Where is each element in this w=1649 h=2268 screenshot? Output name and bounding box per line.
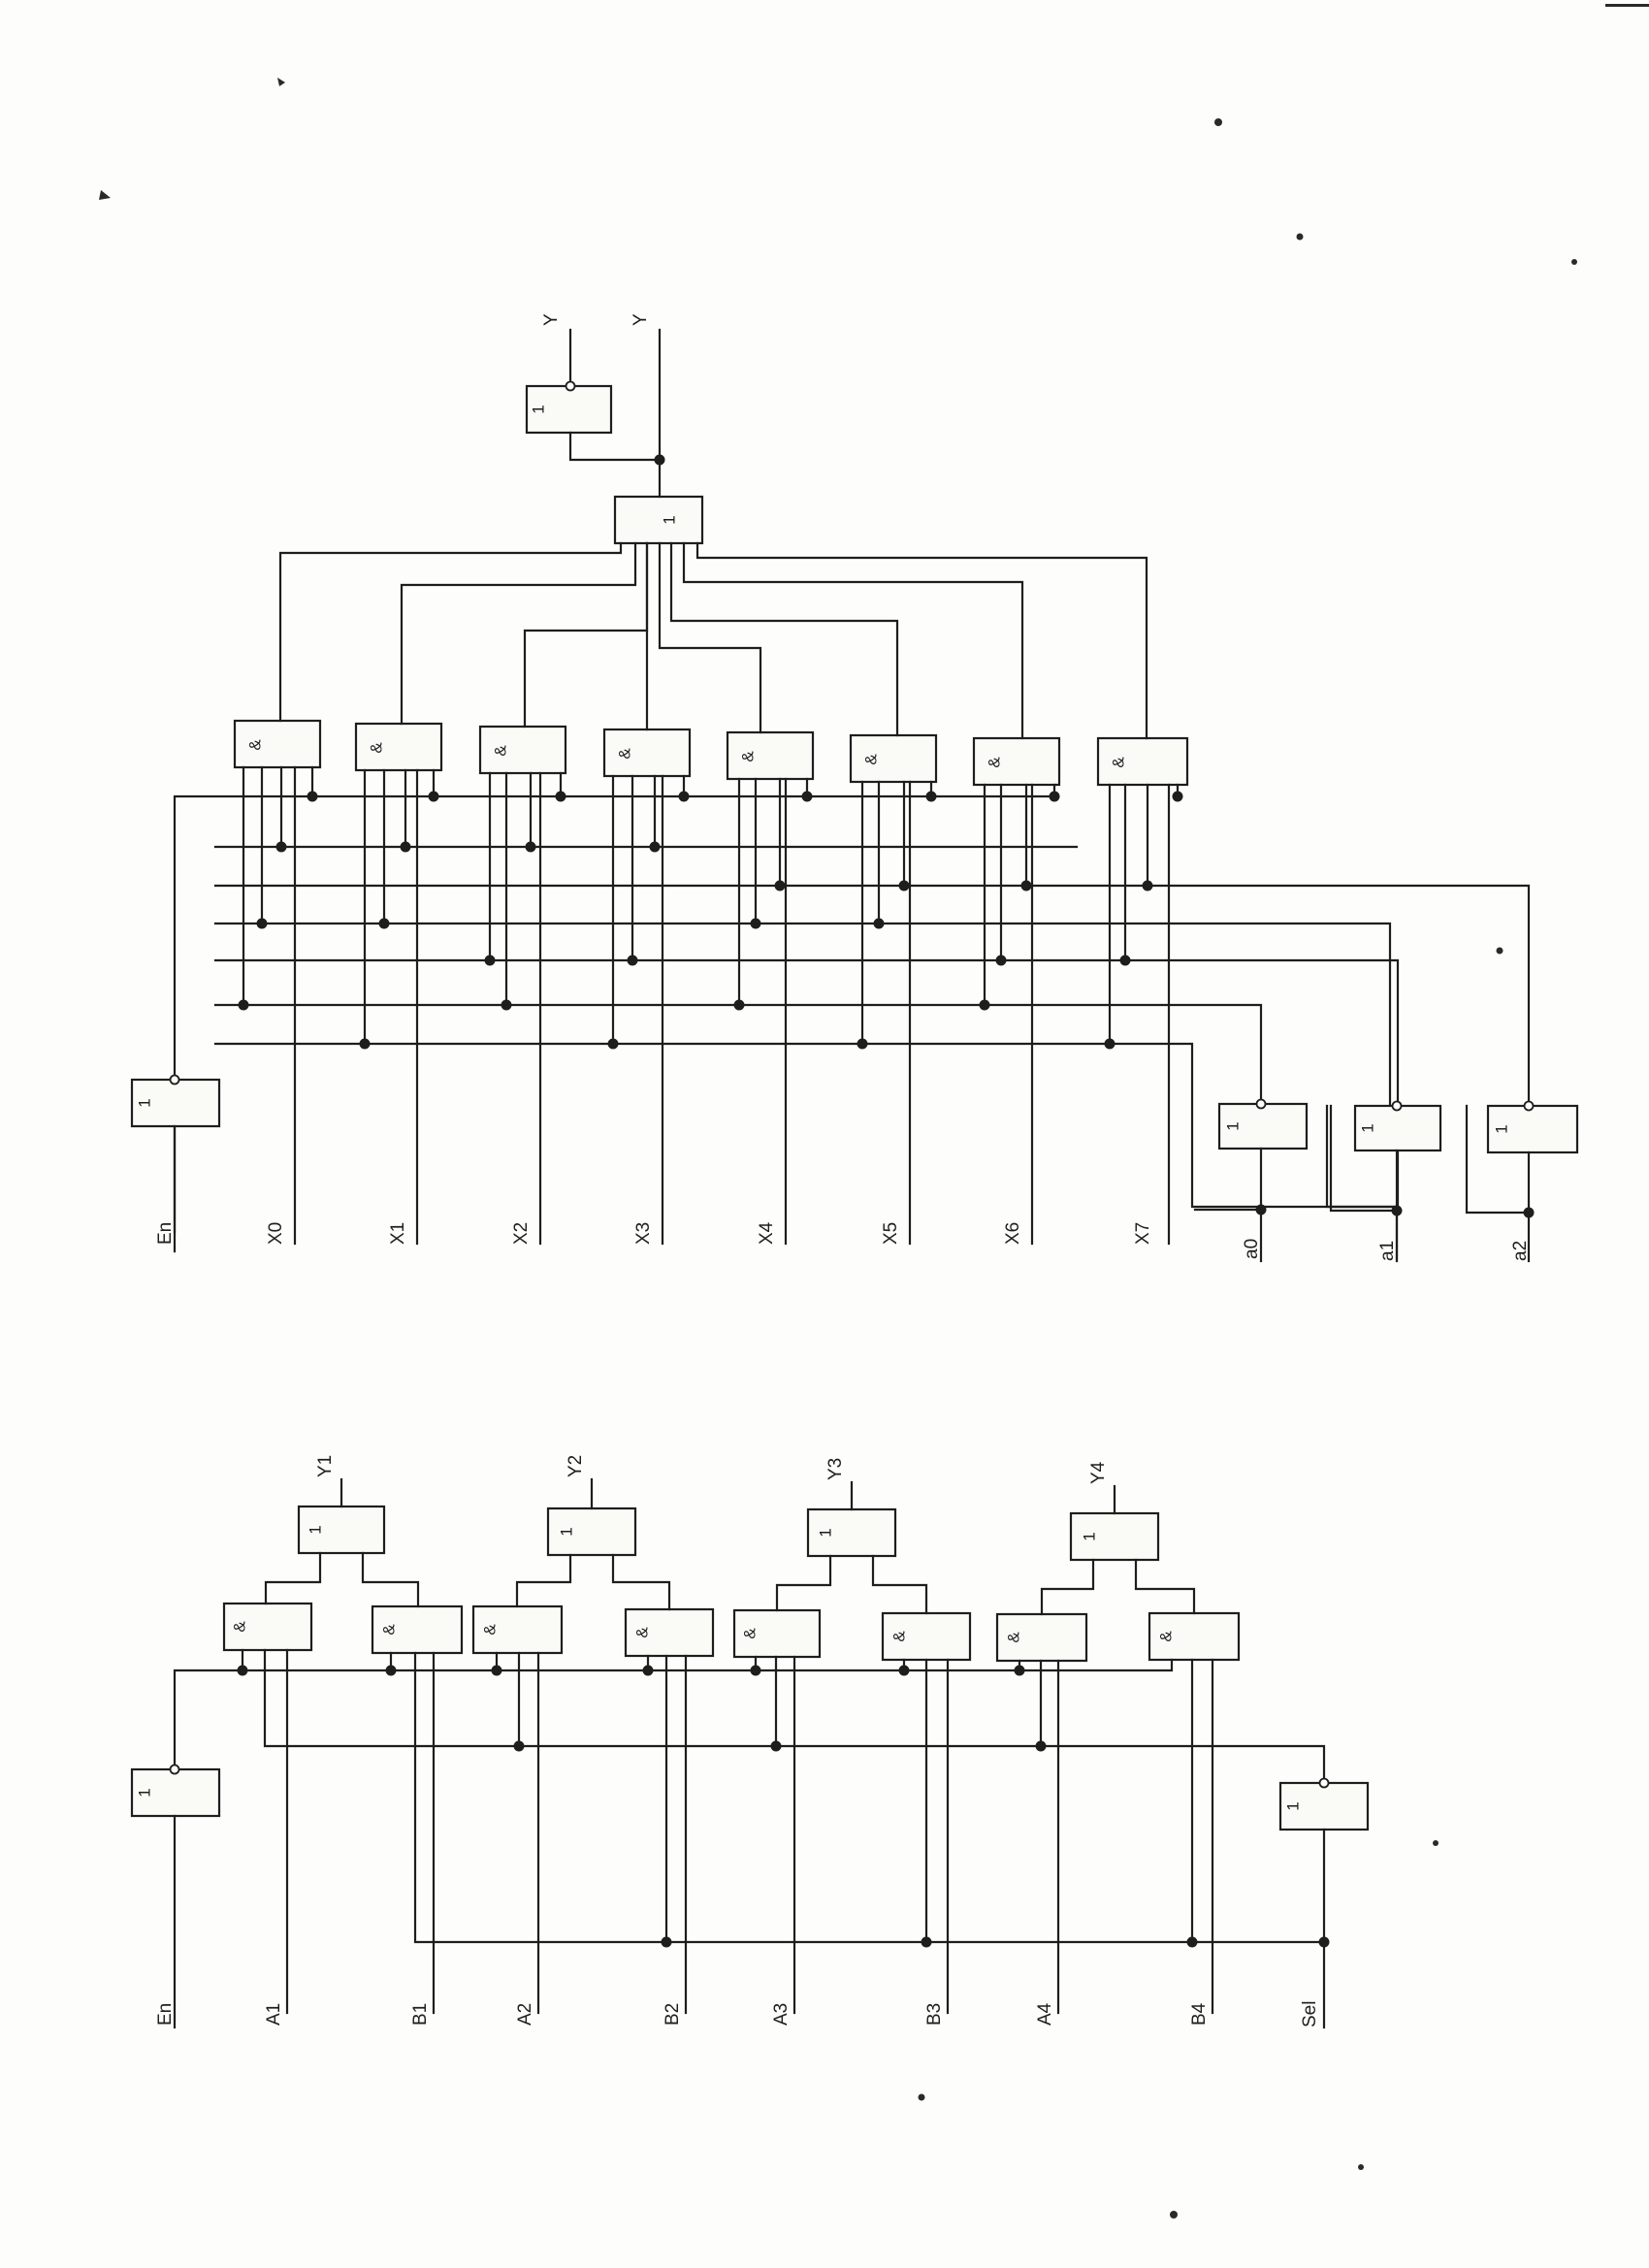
svg-text:&: & [1156, 1631, 1175, 1642]
scan-artifacts [99, 4, 1649, 2219]
a1-inverter: 1 [1353, 1100, 1442, 1152]
output-y-label: Y [630, 313, 651, 326]
svg-text:&: & [985, 757, 1003, 768]
svg-text:1: 1 [1223, 1121, 1242, 1130]
svg-text:&: & [480, 1624, 499, 1636]
input-a3-label: A3 [771, 2003, 792, 2025]
or-gate-y1: 1 [297, 1505, 386, 1555]
svg-text:1: 1 [1358, 1123, 1376, 1132]
and-gate-a2: & [471, 1604, 564, 1655]
and-gate-2: & [478, 725, 567, 775]
and-gate-b4: & [1148, 1611, 1241, 1662]
and-gate-4: & [726, 730, 815, 781]
input-x5-label: X5 [881, 1222, 901, 1245]
mux2x4-circuit: 1 1 1 1 Y1 Y2 Y3 Y4 & & & & & & & & [130, 1455, 1370, 2029]
and-gate-7: & [1096, 736, 1189, 787]
or-gate-symbol: 1 [660, 515, 678, 524]
input-a1-label: A1 [264, 2003, 284, 2025]
mux2x4-input-labels: En A1 B1 A2 B2 A3 B3 A4 B4 Sel [155, 2001, 1320, 2027]
input-sel-label: Sel [1300, 2001, 1320, 2027]
and-gate-b3: & [881, 1611, 972, 1662]
mux8-or-gate: 1 [613, 495, 704, 545]
svg-text:&: & [1109, 757, 1127, 768]
input-x2-label: X2 [511, 1222, 532, 1245]
mux8-junctions [238, 791, 1183, 1050]
svg-text:1: 1 [1492, 1124, 1510, 1133]
svg-text:1: 1 [557, 1527, 575, 1536]
svg-text:&: & [1004, 1632, 1022, 1643]
input-a0-label: a0 [1242, 1239, 1262, 1259]
input-a2-label: a2 [1510, 1241, 1531, 1261]
input-x6-label: X6 [1003, 1222, 1023, 1245]
a2-inverter: 1 [1486, 1100, 1579, 1154]
and-gate-3: & [602, 728, 692, 778]
svg-text:1: 1 [1080, 1532, 1098, 1540]
mux8-output-inverter: 1 [525, 380, 613, 435]
svg-text:&: & [615, 748, 633, 760]
mux8-circuit: 1 1 Y Y & & & & & & & & [130, 313, 1579, 1263]
or-gate-y4: 1 [1069, 1511, 1160, 1562]
mux2x4-junctions [237, 1665, 1198, 1948]
input-en-label: En [155, 1222, 176, 1245]
and-gate-b2: & [624, 1607, 715, 1658]
svg-text:&: & [740, 1628, 759, 1639]
svg-text:1: 1 [306, 1525, 324, 1534]
and-gate-6: & [972, 736, 1061, 787]
svg-text:&: & [367, 742, 385, 754]
svg-text:1: 1 [135, 1788, 153, 1797]
input-x1-label: X1 [388, 1222, 408, 1245]
svg-text:&: & [861, 754, 880, 765]
svg-text:&: & [889, 1631, 908, 1642]
and-gate-1: & [354, 722, 443, 772]
input-x4-label: X4 [757, 1221, 777, 1245]
inverter-symbol: 1 [529, 405, 547, 413]
svg-text:1: 1 [135, 1098, 153, 1107]
svg-text:&: & [245, 739, 264, 751]
svg-text:1: 1 [816, 1528, 834, 1537]
svg-text:&: & [230, 1621, 248, 1633]
mux8-input-labels: En X0 X1 X2 X3 X4 X5 X6 X7 a0 a1 a2 [155, 1221, 1531, 1261]
input-b3-label: B3 [924, 2003, 945, 2025]
input-b4-label: B4 [1189, 2002, 1210, 2025]
and-gate-a4: & [995, 1612, 1088, 1663]
input-x7-label: X7 [1133, 1222, 1153, 1245]
or-gate-y2: 1 [546, 1507, 637, 1557]
or-gate-y3: 1 [806, 1507, 897, 1558]
and-gate-0: & [233, 719, 322, 769]
input-a1-label: a1 [1377, 1241, 1398, 1261]
and-gate-a1: & [222, 1602, 313, 1652]
output-y3-label: Y3 [825, 1458, 846, 1480]
sel-inverter: 1 [1278, 1777, 1370, 1831]
input-en-label: En [155, 2003, 176, 2025]
output-y1-label: Y1 [315, 1455, 336, 1477]
svg-text:1: 1 [1283, 1801, 1302, 1810]
input-a2-label: A2 [515, 2003, 535, 2025]
svg-text:&: & [738, 751, 757, 762]
input-b1-label: B1 [410, 2003, 431, 2025]
and-gate-5: & [849, 733, 938, 784]
and-gate-b1: & [371, 1604, 464, 1655]
mux2x4-output-labels: Y1 Y2 Y3 Y4 [315, 1455, 1109, 1484]
input-a4-label: A4 [1035, 2002, 1055, 2025]
and-gate-a3: & [732, 1608, 822, 1659]
output-y-inverted-label: Y [541, 313, 562, 326]
a0-inverter: 1 [1217, 1098, 1309, 1150]
input-x3-label: X3 [633, 1222, 654, 1245]
mux2x4-or-gates: 1 1 1 1 [297, 1505, 1160, 1562]
output-y4-label: Y4 [1088, 1461, 1109, 1484]
mux2x4-and-gates: & & & & & & & & [222, 1602, 1241, 1663]
svg-text:&: & [632, 1627, 651, 1638]
input-x0-label: X0 [266, 1222, 286, 1245]
mux8-and-gates: & & & & & & & & [233, 719, 1189, 787]
input-b2-label: B2 [663, 2003, 683, 2025]
output-y2-label: Y2 [566, 1455, 586, 1477]
inverter-bubble [565, 380, 576, 392]
mux2x4-enable-inverter: 1 [130, 1764, 221, 1818]
svg-text:&: & [491, 745, 509, 757]
svg-text:&: & [379, 1624, 398, 1636]
mux8-enable-inverter: 1 [130, 1074, 221, 1128]
